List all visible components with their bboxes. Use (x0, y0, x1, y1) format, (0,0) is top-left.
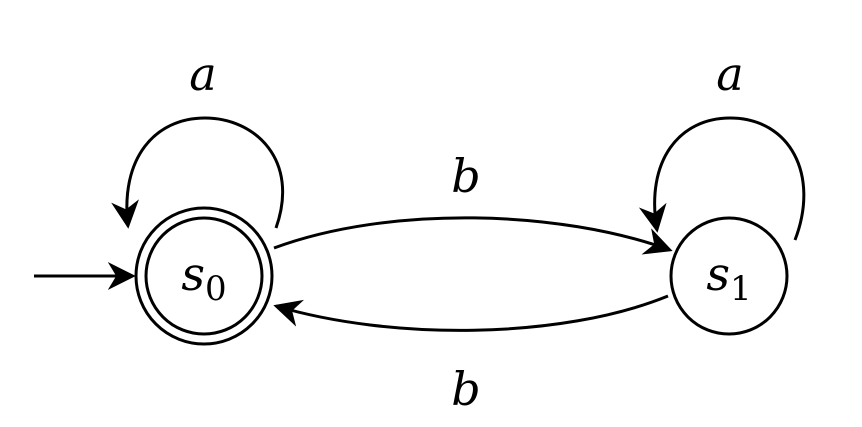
state-s0-label: s0 (181, 247, 226, 309)
state-s1: s1 (669, 216, 789, 336)
transition-s0-s0 (111, 116, 285, 229)
transition-s1-s1 (638, 116, 806, 241)
transition-s1-s0 (273, 294, 669, 332)
state-s1-label: s1 (706, 247, 751, 309)
state-s0: s0 (134, 206, 274, 346)
label-transition-s0-s1: b (451, 149, 480, 203)
state-s0-inner-ring (144, 216, 264, 336)
label-transition-s0-s0: a (189, 47, 216, 101)
label-transition-s1-s0: b (451, 362, 480, 416)
label-transition-s1-s1: a (716, 47, 743, 101)
state-s1-ring (669, 216, 789, 336)
transition-s0-s1 (273, 216, 673, 255)
